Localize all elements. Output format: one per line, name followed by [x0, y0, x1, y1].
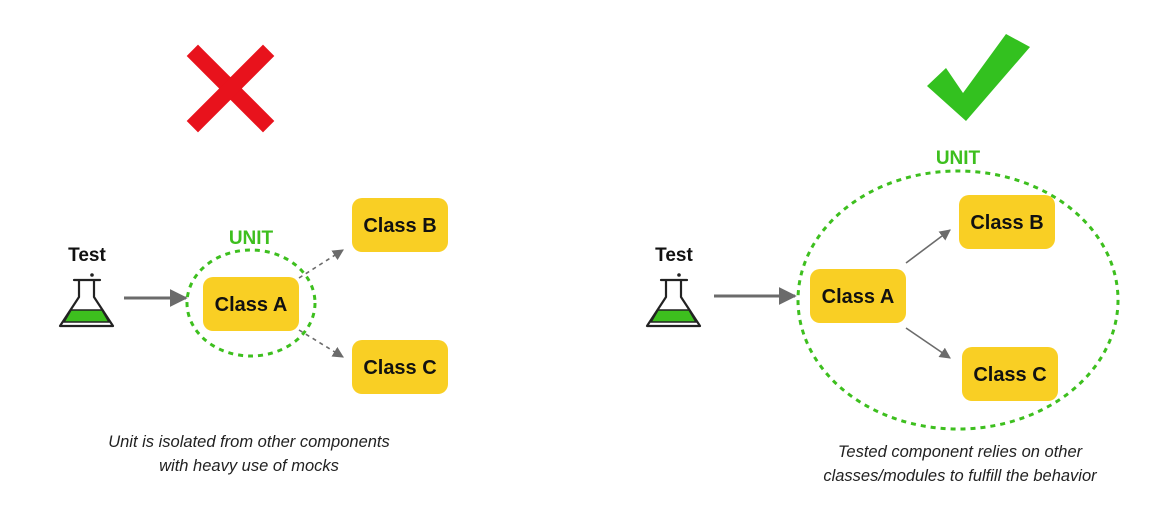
class-b-label: Class B: [970, 212, 1043, 234]
unit-boundary: [796, 169, 1120, 431]
class-a-to-class-c-arrow: [905, 327, 951, 359]
class-b-box: Class B: [352, 198, 448, 252]
class-b-label: Class B: [363, 215, 436, 237]
class-a-box: Class A: [203, 277, 299, 331]
flask-icon: [645, 273, 702, 328]
class-a-label: Class A: [822, 286, 895, 308]
left-panel: Test UNIT Class A Class B Class C: [58, 44, 448, 475]
unit-label: UNIT: [229, 228, 274, 249]
unit-boundary: [185, 248, 317, 358]
class-c-label: Class C: [973, 364, 1046, 386]
right-caption-line1: Tested component relies on other: [838, 443, 1084, 461]
left-caption-line2: with heavy use of mocks: [159, 457, 339, 475]
class-b-box: Class B: [959, 195, 1055, 249]
test-label: Test: [655, 245, 693, 266]
class-c-label: Class C: [363, 357, 436, 379]
class-a-box: Class A: [810, 269, 906, 323]
unit-label: UNIT: [936, 148, 981, 169]
class-c-box: Class C: [352, 340, 448, 394]
test-label: Test: [68, 245, 106, 266]
right-panel: Test UNIT Class A Class B Class C: [645, 34, 1120, 485]
class-a-label: Class A: [215, 294, 288, 316]
class-a-to-class-c-mock-arrow: [298, 329, 344, 358]
class-a-to-class-b-arrow: [905, 229, 951, 264]
class-a-to-class-b-mock-arrow: [298, 249, 344, 279]
flask-icon: [58, 273, 115, 328]
red-cross-icon: [186, 44, 275, 133]
right-caption-line2: classes/modules to fulfill the behavior: [823, 467, 1098, 485]
green-check-icon: [927, 34, 1030, 121]
class-c-box: Class C: [962, 347, 1058, 401]
left-caption-line1: Unit is isolated from other components: [108, 433, 390, 451]
